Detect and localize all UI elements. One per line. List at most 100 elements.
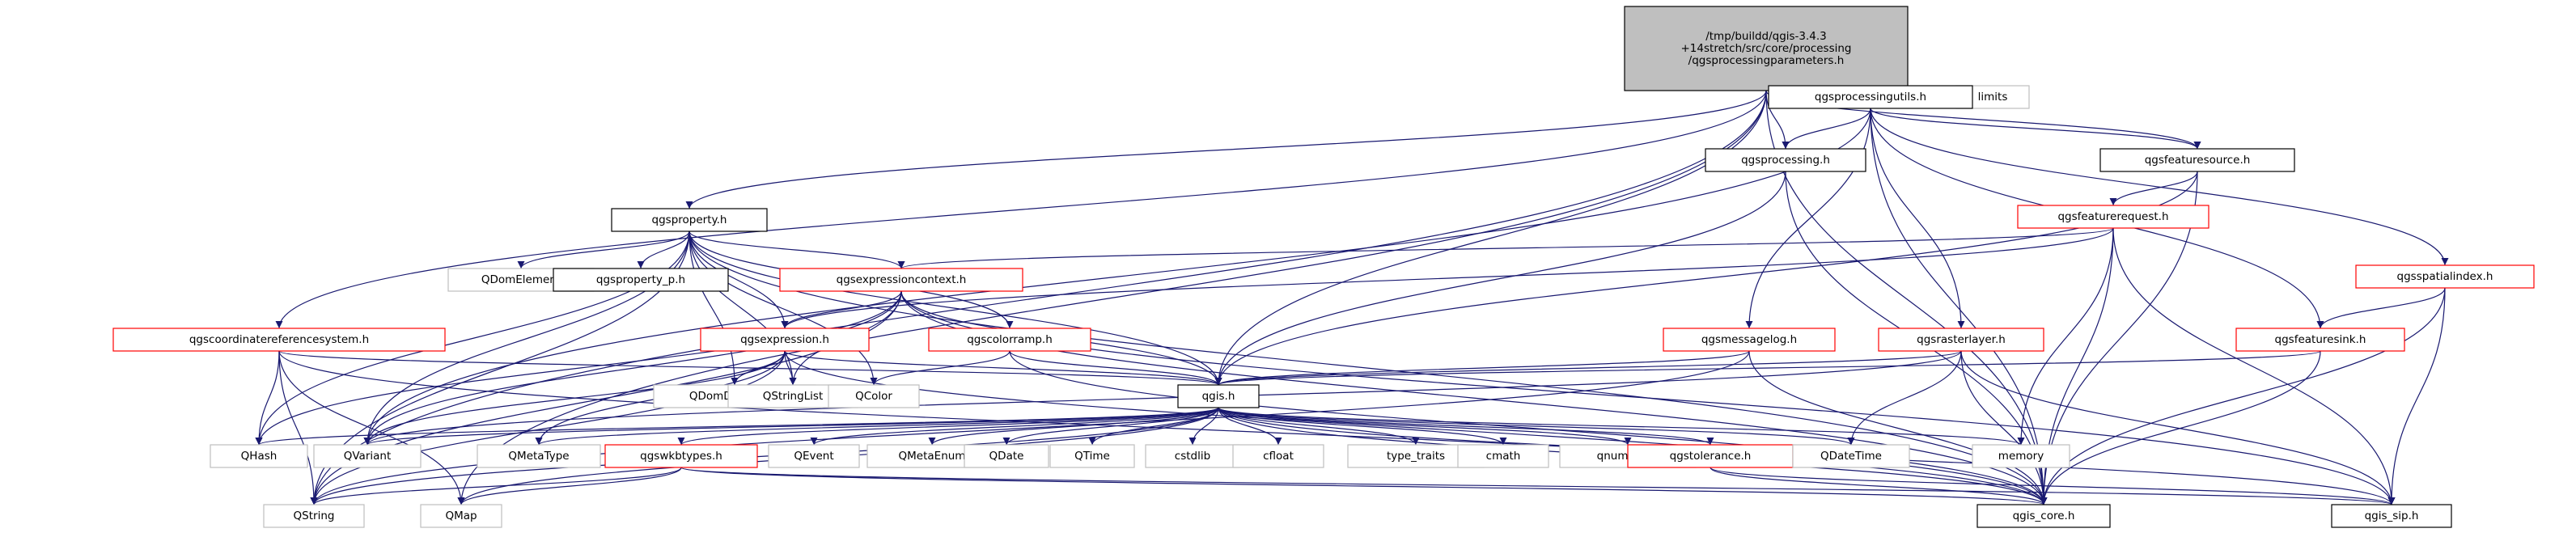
node-box bbox=[2099, 148, 2295, 172]
edge-qgsexpressioncontext-to-qvariant bbox=[363, 290, 902, 446]
edge-qgis-to-qnumeric bbox=[1218, 407, 1632, 446]
node-qevent: QEvent bbox=[768, 444, 860, 468]
node-label: qgsprocessingutils.h bbox=[1815, 91, 1926, 104]
edge-qgsfeaturerequest-to-qgsexpression bbox=[781, 227, 2114, 329]
node-box bbox=[2017, 205, 2210, 229]
edge-qgis-to-qmetaenum bbox=[928, 407, 1219, 446]
node-box bbox=[1177, 384, 1260, 408]
edge-qgsfeaturerequest-to-memory bbox=[2017, 227, 2114, 446]
edge-qgsfeaturerequest-to-qgsexpressioncontext bbox=[898, 227, 2114, 269]
node-label: QDomElement bbox=[481, 273, 561, 286]
node-label: qgsrasterlayer.h bbox=[1917, 333, 2006, 346]
edge-qgsspatialindex-to-qgis-sip bbox=[2387, 287, 2446, 505]
node-qgsproperty-p[interactable]: qgsproperty_p.h bbox=[553, 268, 729, 292]
node-box bbox=[1976, 504, 2111, 528]
node-label: QMetaType bbox=[508, 450, 569, 463]
node-label: cmath bbox=[1486, 450, 1521, 463]
node-label: qgswkbtypes.h bbox=[640, 450, 722, 463]
node-label: limits bbox=[1978, 91, 2008, 104]
edge-qgsexpression-to-qgis-core bbox=[784, 350, 2048, 505]
edge-qgsrasterlayer-to-qgis-sip bbox=[1960, 350, 2396, 505]
node-qgsrasterlayer[interactable]: qgsrasterlayer.h bbox=[1878, 328, 2044, 352]
edge-qgstolerance-to-qgis-core bbox=[1710, 467, 2048, 505]
edge-qgsrasterlayer-to-qdatetime bbox=[1847, 350, 1962, 446]
node-box bbox=[964, 444, 1049, 468]
node-box bbox=[420, 504, 502, 528]
node-qgsproperty[interactable]: qgsproperty.h bbox=[611, 208, 768, 232]
node-label: qgstolerance.h bbox=[1670, 450, 1752, 463]
node-qmap: QMap bbox=[420, 504, 502, 528]
node-box bbox=[313, 444, 422, 468]
node-qdate: QDate bbox=[964, 444, 1049, 468]
node-qgscoordinatereferencesystem[interactable]: qgscoordinatereferencesystem.h bbox=[112, 328, 446, 352]
node-box bbox=[1878, 328, 2044, 352]
node-qgsfeaturesource[interactable]: qgsfeaturesource.h bbox=[2099, 148, 2295, 172]
node-box bbox=[2235, 328, 2405, 352]
node-label: qgsmessagelog.h bbox=[1701, 333, 1797, 346]
node-cfloat: cfloat bbox=[1232, 444, 1324, 468]
nodes-layer: /tmp/buildd/qgis-3.4.3+14stretch/src/cor… bbox=[112, 6, 2535, 528]
node-root[interactable]: /tmp/buildd/qgis-3.4.3+14stretch/src/cor… bbox=[1624, 6, 1909, 91]
node-qgis-sip[interactable]: qgis_sip.h bbox=[2331, 504, 2452, 528]
node-qgsexpression[interactable]: qgsexpression.h bbox=[700, 328, 870, 352]
edge-qgsproperty-to-qgsexpressioncontext bbox=[688, 230, 905, 269]
node-memory: memory bbox=[1972, 444, 2070, 468]
edge-qgswkbtypes-to-qstring bbox=[310, 467, 682, 505]
node-box bbox=[611, 208, 768, 232]
edge-qgsspatialindex-to-qgis-core bbox=[2040, 287, 2446, 505]
node-qvariant: QVariant bbox=[313, 444, 422, 468]
node-box bbox=[1972, 444, 2070, 468]
edge-qgis-to-cmath bbox=[1218, 407, 1507, 446]
node-box bbox=[828, 384, 920, 408]
edge-qgsmessagelog-to-qgis-core bbox=[1748, 350, 2048, 505]
edge-qgsrasterlayer-to-qvariant bbox=[363, 350, 1962, 446]
edge-qgswkbtypes-to-qmap bbox=[457, 467, 682, 505]
node-qgsprocessing[interactable]: qgsprocessing.h bbox=[1705, 148, 1866, 172]
edge-qgsexpression-to-qstringlist bbox=[784, 350, 797, 386]
node-qgsexpressioncontext[interactable]: qgsexpressioncontext.h bbox=[779, 268, 1023, 292]
node-label: /tmp/buildd/qgis-3.4.3 bbox=[1705, 30, 1827, 43]
edge-qgis-to-qdatetime bbox=[1218, 407, 1855, 446]
node-box bbox=[1792, 444, 1910, 468]
node-label: qgsprocessing.h bbox=[1741, 154, 1830, 167]
edge-qgsrasterlayer-to-qgis bbox=[1214, 350, 1962, 386]
node-qgis[interactable]: qgis.h bbox=[1177, 384, 1260, 408]
node-qgis-core[interactable]: qgis_core.h bbox=[1976, 504, 2111, 528]
node-label: memory bbox=[1998, 450, 2044, 463]
edge-qgsproperty-to-qgis bbox=[688, 230, 1222, 386]
node-cmath: cmath bbox=[1457, 444, 1549, 468]
node-qgswkbtypes[interactable]: qgswkbtypes.h bbox=[604, 444, 758, 468]
edge-qgsproperty-to-qdomdocument bbox=[688, 230, 739, 386]
edge-qgsfeaturesource-to-qgis bbox=[1214, 171, 2198, 386]
node-qgsprocessingutils[interactable]: qgsprocessingutils.h bbox=[1768, 85, 1973, 109]
node-label: qgsexpressioncontext.h bbox=[837, 273, 967, 286]
node-label: cstdlib bbox=[1175, 450, 1210, 463]
node-qgsfeaturerequest[interactable]: qgsfeaturerequest.h bbox=[2017, 205, 2210, 229]
node-qhash: QHash bbox=[210, 444, 308, 468]
edge-qgsspatialindex-to-qgsfeaturesink bbox=[2316, 287, 2446, 329]
node-label: qgscolorramp.h bbox=[967, 333, 1053, 346]
node-label: cfloat bbox=[1263, 450, 1294, 463]
edge-qgsproperty-to-qgis-core bbox=[688, 230, 2048, 505]
node-label: qgsfeaturerequest.h bbox=[2057, 210, 2168, 223]
edge-qgis-to-qvariant bbox=[363, 407, 1219, 446]
node-label: qgscoordinatereferencesystem.h bbox=[189, 333, 369, 346]
node-qgsfeaturesink[interactable]: qgsfeaturesink.h bbox=[2235, 328, 2405, 352]
edge-qgsexpression-to-qstring bbox=[310, 350, 786, 505]
edge-qgsproperty-to-qgsproperty-p bbox=[637, 230, 690, 269]
node-qdatetime: QDateTime bbox=[1792, 444, 1910, 468]
edge-qgsfeaturesink-to-qgis bbox=[1215, 350, 2321, 386]
node-qgscolorramp[interactable]: qgscolorramp.h bbox=[928, 328, 1091, 352]
edge-qgsprocessingutils-to-qgsprocessing bbox=[1782, 108, 1871, 150]
edge-qgsproperty-to-qcolor bbox=[688, 230, 878, 386]
node-qgsspatialindex[interactable]: qgsspatialindex.h bbox=[2355, 264, 2535, 289]
node-box bbox=[1627, 444, 1794, 468]
node-label: type_traits bbox=[1387, 450, 1445, 463]
node-label: QDate bbox=[989, 450, 1024, 463]
node-qgsmessagelog[interactable]: qgsmessagelog.h bbox=[1663, 328, 1836, 352]
edge-root-to-qgscoordinatereferencesystem bbox=[275, 90, 1767, 329]
edge-qgscoordinatereferencesystem-to-qmap bbox=[278, 350, 465, 505]
node-qgstolerance[interactable]: qgstolerance.h bbox=[1627, 444, 1794, 468]
node-box bbox=[1232, 444, 1324, 468]
